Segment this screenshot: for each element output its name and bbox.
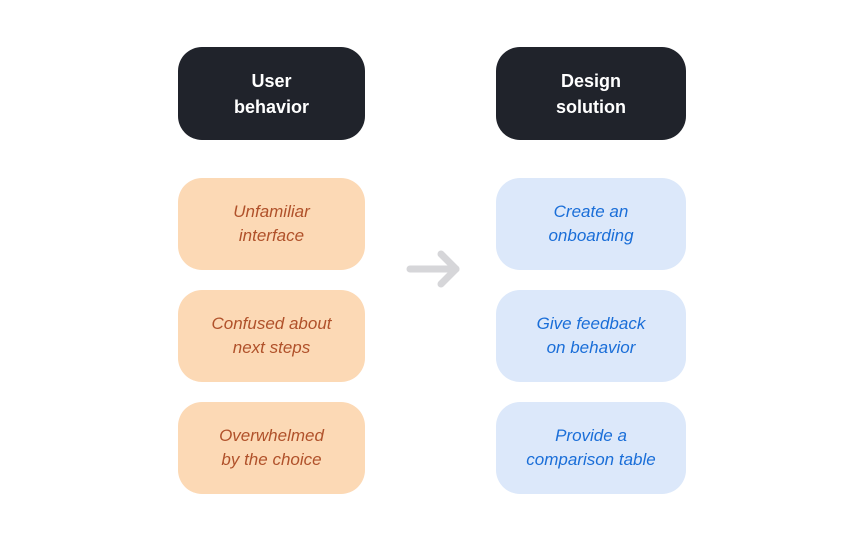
design-solution-header: Design solution bbox=[496, 47, 686, 140]
behavior-item-unfamiliar-interface: Unfamiliar interface bbox=[178, 178, 365, 270]
user-behavior-header: User behavior bbox=[178, 47, 365, 140]
right-arrow-icon bbox=[406, 248, 464, 290]
solution-item-create-onboarding: Create an onboarding bbox=[496, 178, 686, 270]
solution-item-give-feedback: Give feedback on behavior bbox=[496, 290, 686, 382]
user-behavior-column: User behavior Unfamiliar interface Confu… bbox=[178, 47, 365, 494]
design-solution-column: Design solution Create an onboarding Giv… bbox=[496, 47, 686, 494]
solution-item-comparison-table: Provide a comparison table bbox=[496, 402, 686, 494]
behavior-item-confused-next-steps: Confused about next steps bbox=[178, 290, 365, 382]
behavior-item-overwhelmed-choice: Overwhelmed by the choice bbox=[178, 402, 365, 494]
